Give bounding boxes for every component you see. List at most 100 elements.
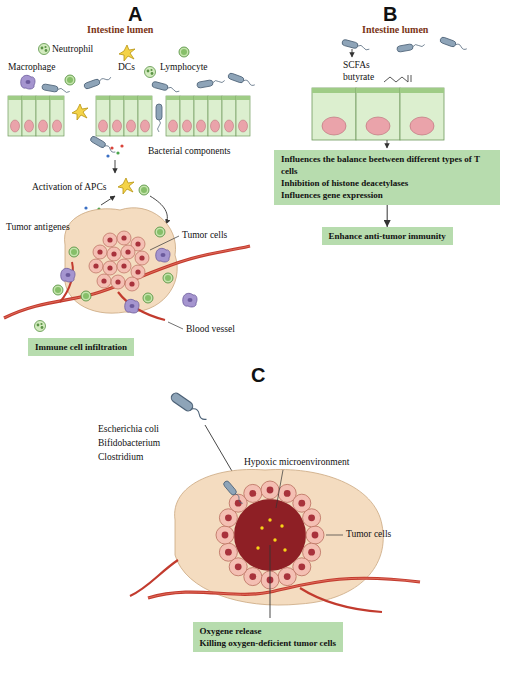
epithelium <box>356 88 400 140</box>
epithelium <box>166 96 180 136</box>
box-text: Immune cell infiltration <box>35 341 127 353</box>
bacteria <box>341 39 370 52</box>
epithelium <box>138 96 152 136</box>
annotation-label: Tumor antigenes <box>6 222 70 233</box>
lumen-cells <box>65 75 75 85</box>
bacterial-components <box>106 144 123 173</box>
oxygen-dots <box>273 538 276 541</box>
species-label: Clostridium <box>98 452 143 463</box>
annotation-label: Blood vessel <box>186 324 235 335</box>
epithelium <box>110 96 124 136</box>
epithelium <box>8 96 22 136</box>
tumor-cluster <box>121 245 135 259</box>
epithelium <box>208 96 222 136</box>
epithelium <box>124 96 138 136</box>
tumor-cluster <box>306 526 324 544</box>
effect-box: Immune cell infiltration <box>28 338 134 356</box>
leader-line <box>276 470 283 508</box>
epithelium <box>180 96 194 136</box>
bacteria <box>83 74 111 89</box>
blood-vessel <box>4 246 250 320</box>
cell-label: Neutrophil <box>52 44 93 55</box>
epithelium <box>194 96 208 136</box>
tumor-cluster <box>135 251 149 265</box>
tumor-cluster <box>111 275 125 289</box>
tumor-cluster <box>125 277 139 291</box>
species-label: Bifidobacterium <box>98 438 160 449</box>
infiltrating-cells <box>143 293 153 303</box>
epithelium <box>236 96 250 136</box>
bacteria <box>156 104 162 132</box>
tumor-cluster <box>216 526 234 544</box>
epithelium <box>50 96 64 136</box>
effect-arrow <box>387 140 388 148</box>
epithelium <box>400 88 444 140</box>
tumor-cluster <box>93 245 107 259</box>
epithelium <box>312 88 356 140</box>
infiltrating-cells <box>81 291 91 301</box>
tumor-cluster <box>303 509 321 527</box>
lumen-cells <box>145 67 156 78</box>
leader-line <box>270 470 343 618</box>
annotation-label: Tumor cells <box>346 529 391 540</box>
bacterium <box>223 480 246 505</box>
tumor-cluster <box>117 231 131 245</box>
leader-line <box>270 545 271 618</box>
blood-vessel <box>130 560 178 596</box>
bacteria <box>439 36 467 51</box>
epithelium <box>96 96 110 136</box>
bacteria <box>227 72 255 87</box>
leader-line <box>326 535 343 536</box>
infiltrating-cells <box>61 268 75 282</box>
box-text: Enhance anti-tumor immunity <box>329 230 446 242</box>
infiltrating-cells <box>125 299 139 313</box>
annotation-label: Bacterial components <box>148 146 231 157</box>
lumen-cells <box>21 44 189 121</box>
effect-box: Oxygene releaseKilling oxygen-deficient … <box>193 622 344 652</box>
panel-letter: A <box>128 4 142 24</box>
leader-line <box>150 236 179 250</box>
targeting-arrow <box>205 425 236 478</box>
bacterial-components <box>115 160 116 173</box>
tumor-cluster <box>107 247 121 261</box>
leader-line <box>150 236 183 329</box>
mechanism-box: Influences the balance beetween differen… <box>274 150 500 205</box>
oxygen-dots <box>260 526 263 529</box>
region-label: Intestine lumen <box>362 24 428 36</box>
lumen-cells <box>39 44 50 55</box>
bacteria <box>151 81 180 94</box>
cell-label: DCs <box>118 62 135 73</box>
activated-apcs <box>139 185 149 195</box>
tumor-cluster <box>103 233 117 247</box>
box-text: Influences the balance beetween differen… <box>281 153 493 177</box>
bacteria <box>42 84 71 95</box>
annotation-label: Activation of APCs <box>32 182 106 193</box>
blood-vessel <box>4 246 250 318</box>
flow-arrow <box>387 205 388 227</box>
oxygen-dots <box>280 524 283 527</box>
annotation-label: Hypoxic microenvironment <box>244 457 349 468</box>
box-text: Oxygene release <box>200 625 337 637</box>
infiltrating-cells <box>183 293 197 307</box>
oxygen-dots <box>268 518 271 521</box>
bacterial-components <box>116 151 119 154</box>
infiltrating-cells <box>156 248 170 262</box>
butyrate-molecule <box>384 75 411 82</box>
box-text: Influences gene expression <box>281 189 493 201</box>
annotation-label: Tumor cells <box>182 230 227 241</box>
panel-letter: C <box>251 365 265 385</box>
epithelium <box>312 88 444 140</box>
box-text: Killing oxygen-deficient tumor cells <box>200 637 337 649</box>
tumor-stroma <box>64 208 177 313</box>
infiltrating-cells <box>155 227 165 237</box>
oxygen-dots <box>283 548 286 551</box>
tumor-cluster <box>103 261 117 275</box>
lumen-cells <box>179 47 189 57</box>
tumor-cluster <box>97 274 111 288</box>
tumor-stroma <box>64 208 177 313</box>
tumor-cluster <box>261 481 279 499</box>
oxygen-dots <box>256 546 259 549</box>
blood-vessel <box>300 588 382 612</box>
tumor-antigens <box>84 206 87 209</box>
